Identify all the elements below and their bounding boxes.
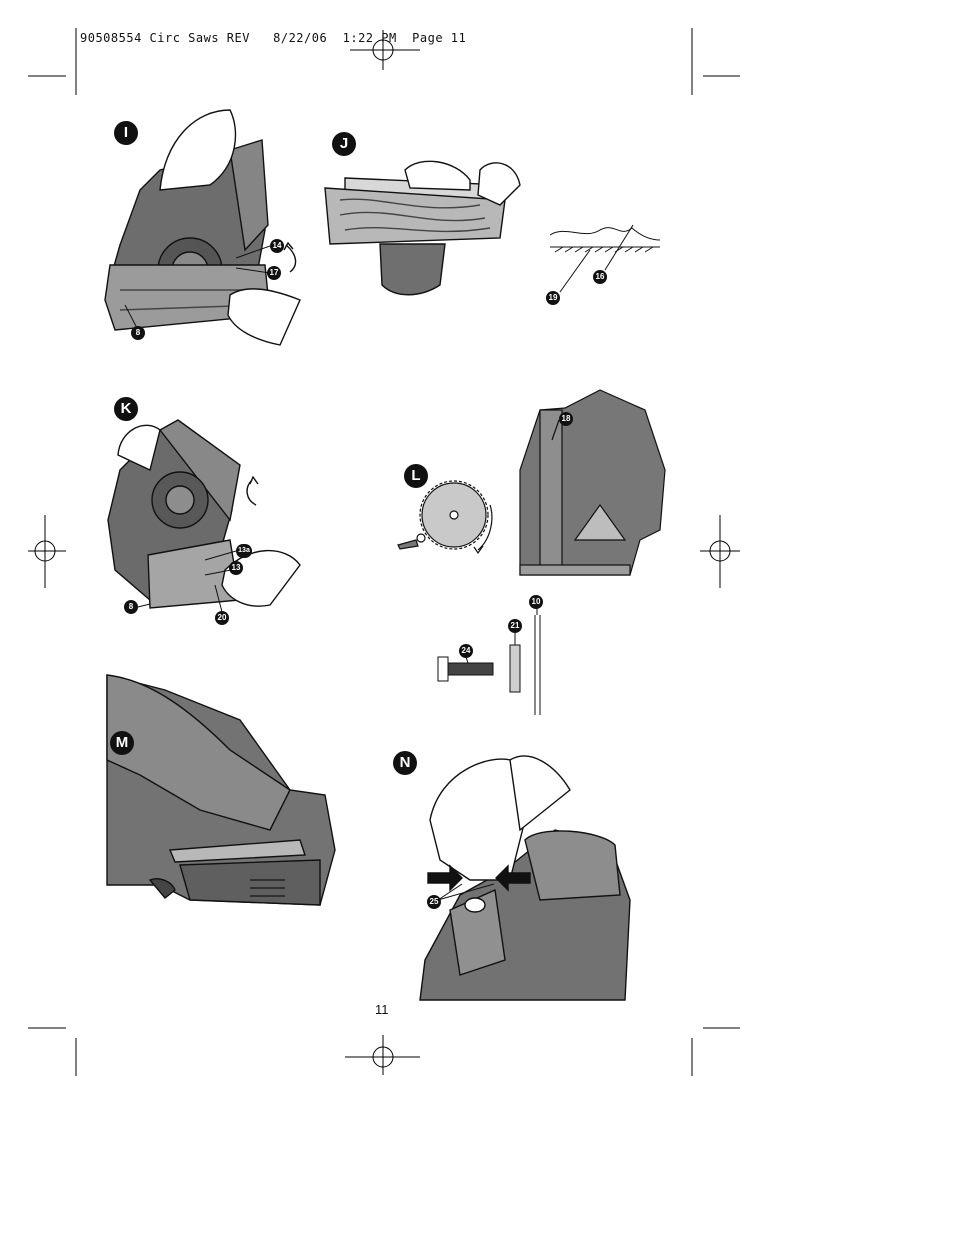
- figure-l-illustration: [397, 389, 666, 576]
- figure-k-illustration: [107, 419, 301, 613]
- callout-19: 19: [546, 291, 560, 305]
- callout-14: 14: [270, 239, 284, 253]
- callout-13: 13: [229, 561, 243, 575]
- figure-n-illustration: [419, 755, 631, 1001]
- figure-i-illustration: [104, 109, 301, 346]
- registration-marks: [28, 30, 740, 1075]
- print-header: 90508554 Circ Saws REV 8/22/06 1:22 PM P…: [80, 31, 467, 45]
- crop-marks: [28, 28, 740, 1076]
- figure-j-illustration: [324, 160, 521, 296]
- figure-m-label: M: [110, 731, 134, 755]
- callout-13a: 13a: [236, 544, 252, 558]
- figure-j-detail: [549, 224, 661, 293]
- callout-16: 16: [593, 270, 607, 284]
- callout-20: 20: [215, 611, 229, 625]
- figure-n-label: N: [393, 751, 417, 775]
- callout-18: 18: [559, 412, 573, 426]
- figure-j-label: J: [332, 132, 356, 156]
- callout-8: 8: [124, 600, 138, 614]
- callout-21: 21: [508, 619, 522, 633]
- figure-m-illustration: [106, 674, 336, 906]
- figure-l-detail: [437, 608, 541, 715]
- callout-24: 24: [459, 644, 473, 658]
- figure-i-label: I: [114, 121, 138, 145]
- callout-17: 17: [267, 266, 281, 280]
- callout-10: 10: [529, 595, 543, 609]
- callout-8: 8: [131, 326, 145, 340]
- figure-l-label: L: [404, 464, 428, 488]
- page-number: 11: [375, 1002, 389, 1017]
- callout-25: 25: [427, 895, 441, 909]
- figure-k-label: K: [114, 397, 138, 421]
